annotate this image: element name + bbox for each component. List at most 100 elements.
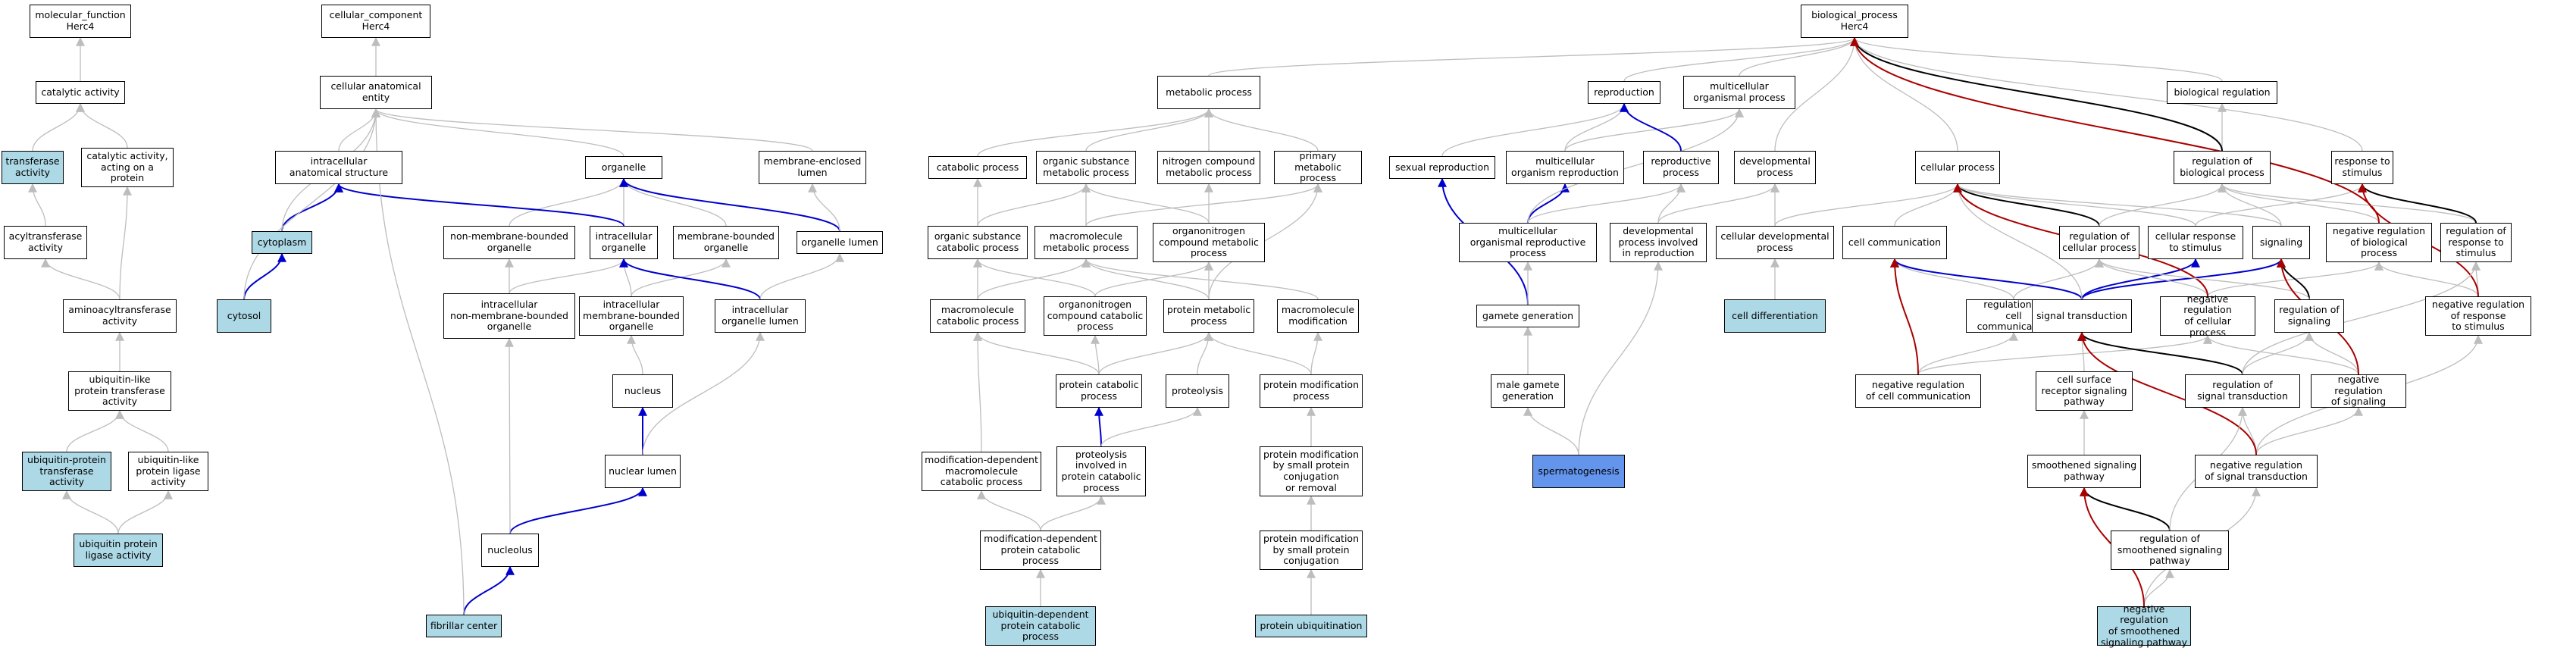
edge-ublig-to-ubllig [117,490,173,534]
edge-iol-to-io [619,258,761,300]
node-sig: signaling [2252,226,2310,259]
edge-cp-to-bp [1850,36,1958,152]
node-mf: molecular_function Herc4 [30,5,131,38]
edge-pipcp-to-proteo [1100,406,1202,447]
edge-pmod-to-mmod [1310,331,1322,375]
edge-nrcc-to-ccomm [1890,258,1919,375]
edge-st-to-ccomm [1890,258,2083,300]
edge-nucleolus-to-nl [509,487,647,534]
node-fc: fibrillar center [426,615,502,637]
node-pmsp: protein modification by small protein co… [1260,446,1363,496]
edge-cdp-to-cp [1774,183,1962,227]
node-nrssp: negative regulation of smoothened signal… [2097,603,2191,648]
edge-sig-to-cp [1953,183,2282,227]
edge-nrrs-to-nrbp [2374,261,2479,297]
node-mcp: macromolecule catabolic process [930,299,1025,333]
edge-nrst-to-nrsig [2255,406,2363,455]
edge-nrcp-to-nrbp [2207,261,2384,297]
edge-mel-to-cae [371,108,813,152]
edge-mmod-to-mmp [1081,258,1319,300]
node-oscp: organic substance catabolic process [928,226,1028,259]
node-mmp: macromolecule metabolic process [1034,226,1138,259]
edge-rts-to-bp [1850,36,2363,152]
node-acyl: acyltransferase activity [4,226,87,259]
edge-aminoacyl-to-catprot [119,186,132,300]
edge-mdmcp-to-mcp [973,331,983,452]
node-cyto: cytoplasm [252,231,312,254]
edge-iol-to-ol [759,252,844,300]
edge-rrs-to-rbp [2218,183,2477,224]
node-onmp: organonitrogen compound metabolic proces… [1153,223,1265,262]
node-nucleolus: nucleolus [481,534,539,567]
edge-nrssp-to-rssp [2143,568,2174,607]
edge-metab-to-bp [1208,36,1859,77]
edge-nrbp-to-rbp [2218,183,2380,224]
node-pubq: protein ubiquitination [1255,615,1367,637]
node-trans: transferase activity [2,151,64,184]
edge-oscp-to-osmp [977,183,1091,227]
node-cae: cellular anatomical entity [320,76,432,109]
node-nl: nuclear lumen [605,455,681,488]
edge-rbp-to-bp [1850,36,2223,152]
node-pipcp: proteolysis involved in protein cataboli… [1056,446,1146,496]
edge-io-to-ias [334,183,624,227]
node-mel: membrane-enclosed lumen [759,151,866,184]
edge-st-to-cp [1953,183,2083,300]
edge-oncp-to-oscp [973,258,1096,297]
edge-st-to-sig [2081,258,2286,300]
node-rcp: regulation of cellular process [2059,226,2139,259]
node-cdp: cellular developmental process [1716,226,1834,259]
edge-rcp-to-rbp [2099,183,2227,227]
node-cytosol: cytosol [217,299,271,333]
edge-rssp-to-ssp [2080,487,2171,531]
edge-mmp-to-pmp [1085,183,1322,227]
node-catab: catabolic process [928,156,1027,179]
edge-mcor-to-mcop [1564,108,1744,152]
node-gg: gamete generation [1476,305,1579,327]
node-sperm: spermatogenesis [1532,455,1625,488]
node-ol: organelle lumen [797,231,883,254]
edge-mcorp-to-reprop [1527,183,1686,224]
node-ubl: ubiquitin-like protein transferase activ… [68,371,171,411]
edge-osmp-to-metab [1085,108,1213,152]
edge-ol-to-org [619,177,840,232]
edge-trans-to-cat [32,102,85,152]
edge-fc-to-cae [371,108,465,615]
node-ubllig: ubiquitin-like protein ligase activity [128,452,208,491]
node-reprop: reproductive process [1643,151,1719,184]
edge-repro-to-bp [1623,36,1859,82]
edge-rsig-to-rcp [2095,258,2310,300]
edge-st-to-crs [2081,258,2200,300]
edge-rrs-to-rts [2358,183,2477,224]
edge-cytosol-to-cyto [243,252,286,300]
edge-mdpcp-to-mdmcp [977,490,1041,531]
node-devp: developmental process [1734,151,1816,184]
node-io: intracellular organelle [590,226,658,259]
edge-mcop-to-bp [1739,36,1859,77]
node-rbp: regulation of biological process [2174,151,2271,184]
edge-catprot-to-cat [76,102,128,149]
edge-nrsig-to-nrcp [2203,334,2359,375]
node-iol: intracellular organelle lumen [715,299,806,333]
node-rst: regulation of signal transduction [2185,374,2300,408]
edge-pmp-to-metab [1204,108,1319,152]
node-st: signal transduction [2032,299,2132,333]
edge-pmod-to-protmp [1204,331,1312,375]
edge-cyto-to-ias [281,183,343,232]
edge-ccomm-to-cp [1894,183,1962,227]
edge-fc-to-nucleolus [463,565,515,615]
edge-nmbo-to-org [509,177,628,227]
node-crs: cellular response to stimulus [2148,226,2243,259]
node-osmp: organic substance metabolic process [1036,151,1136,184]
edge-crs-to-cp [1953,183,2196,227]
edge-oncp-to-onmp [1094,261,1213,297]
edge-pcp-to-mcp [973,331,1100,375]
edge-aminoacyl-to-acyl [41,258,121,300]
node-proteo: proteolysis [1166,374,1229,408]
edge-sperm-to-dpir [1578,261,1663,455]
node-ubtrans: ubiquitin-protein transferase activity [22,452,111,491]
node-csrsp: cell surface receptor signaling pathway [2036,371,2133,411]
node-mcorp: multicellular organismal reproductive pr… [1459,223,1597,262]
node-pmod: protein modification process [1260,374,1363,408]
